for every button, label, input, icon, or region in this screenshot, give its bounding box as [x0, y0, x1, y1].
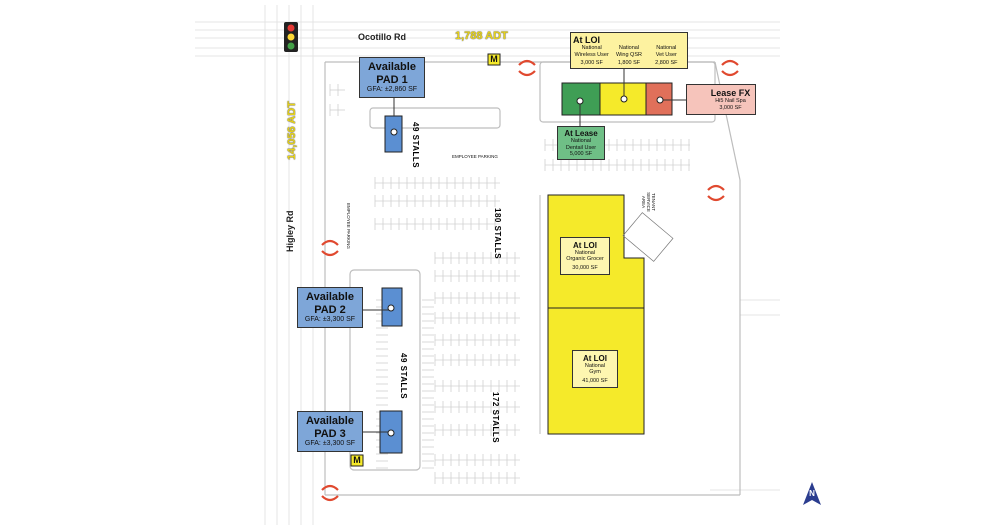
pad3-status: Available: [306, 415, 354, 427]
north-arrow-icon: [803, 482, 821, 505]
gym-line1: National: [584, 363, 606, 369]
pad2-callout: Available PAD 2 GFA: ±3,300 SF: [297, 287, 363, 329]
ocotillo-adt: 1,788 ADT: [455, 30, 508, 42]
at-lease-sf: 5,000 SF: [569, 150, 593, 157]
shops-unit-vet: National Vet User 2,800 SF: [648, 45, 685, 66]
unit-line1: National: [618, 45, 640, 52]
unit-sf: 3,000 SF: [580, 59, 603, 66]
access-arrow-icon: [321, 239, 339, 257]
lease-fx-sf: 3,000 SF: [719, 104, 742, 111]
monument-label-south: M: [353, 455, 361, 465]
unit-sf: 2,800 SF: [655, 59, 678, 66]
at-lease-status: At Lease: [564, 129, 598, 138]
shops-unit-wing: National Wing QSR 1,800 SF: [610, 45, 647, 66]
grocer-sf: 30,000 SF: [572, 265, 598, 271]
grocer-callout: At LOI National Organic Grocer 30,000 SF: [560, 237, 610, 275]
gym-status: At LOI: [583, 354, 607, 363]
gym-callout: At LOI National Gym 41,000 SF: [572, 350, 618, 388]
pad1-gfa: GFA: ±2,860 SF: [366, 86, 418, 94]
ocotillo-road-label: Ocotillo Rd: [358, 32, 406, 42]
access-arrow-icon: [707, 184, 725, 202]
gym-line2: Gym: [589, 369, 601, 375]
monument-sign-north: [487, 53, 501, 66]
employee-parking-top: EMPLOYEE PARKING: [452, 154, 498, 159]
at-lease-line1: National: [570, 138, 592, 145]
north-label: N: [809, 489, 815, 498]
grocer-line1: National: [574, 250, 596, 256]
stalls-label-d: 172 STALLS: [491, 392, 500, 444]
shops-loi-callout: At LOI National Wireless User 3,000 SF N…: [570, 32, 688, 70]
monument-label-north: M: [490, 54, 498, 64]
unit-line2: Wireless User: [574, 51, 609, 58]
monument-sign-south: [350, 454, 364, 467]
unit-line1: National: [656, 45, 677, 52]
access-arrow-icon: [721, 59, 739, 77]
stalls-label-b: 180 STALLS: [493, 208, 502, 260]
unit-line2: Vet User: [655, 51, 677, 58]
shops-loi-status: At LOI: [573, 35, 600, 45]
higley-road-label: Higley Rd: [285, 210, 295, 252]
lease-fx-status: Lease FX: [710, 88, 751, 98]
pad1-callout: Available PAD 1 GFA: ±2,860 SF: [359, 57, 425, 99]
street-lines: [195, 5, 780, 525]
access-arrow-icon: [321, 484, 339, 502]
pad3-gfa: GFA: ±3,300 SF: [304, 440, 356, 448]
access-arrow-icon: [518, 59, 536, 77]
higley-adt: 14,056 ADT: [286, 101, 298, 160]
at-lease-line2: Dentail User: [565, 144, 597, 151]
stalls-label-a: 49 STALLS: [411, 122, 420, 169]
gym-sf: 41,000 SF: [582, 378, 608, 384]
pad1-status: Available: [368, 61, 416, 73]
pad2-name: PAD 2: [314, 303, 346, 316]
pad1-name: PAD 1: [376, 73, 408, 86]
service-dock: [622, 212, 674, 262]
grocer-status: At LOI: [573, 241, 597, 250]
traffic-light-icon: [284, 22, 298, 52]
grocer-line2: Organic Grocer: [566, 256, 604, 262]
unit-line2: Wing QSR: [616, 51, 642, 58]
unit-sf: 1,800 SF: [617, 59, 641, 66]
unit-line1: National: [581, 45, 602, 52]
lease-fx-name: Hi5 Nail Spa: [715, 98, 746, 105]
pad2-gfa: GFA: ±3,300 SF: [304, 316, 356, 324]
at-lease-callout: At Lease National Dentail User 5,000 SF: [557, 126, 605, 161]
access-arrows: [321, 59, 739, 502]
parking-rows: [329, 84, 690, 484]
pad3-callout: Available PAD 3 GFA: ±3,300 SF: [297, 411, 363, 453]
employee-parking-left: EMPLOYEE PARKING: [346, 203, 351, 249]
vet-unit: [645, 82, 673, 116]
tenant-service-area: TENANT SERVICE AREA: [641, 192, 656, 212]
pad3-name: PAD 3: [314, 427, 346, 440]
shops-unit-wireless: National Wireless User 3,000 SF: [573, 45, 610, 66]
pad2-status: Available: [306, 291, 354, 303]
stalls-label-c: 49 STALLS: [399, 353, 408, 400]
lease-fx-callout: Lease FX Hi5 Nail Spa 3,000 SF: [686, 84, 756, 115]
